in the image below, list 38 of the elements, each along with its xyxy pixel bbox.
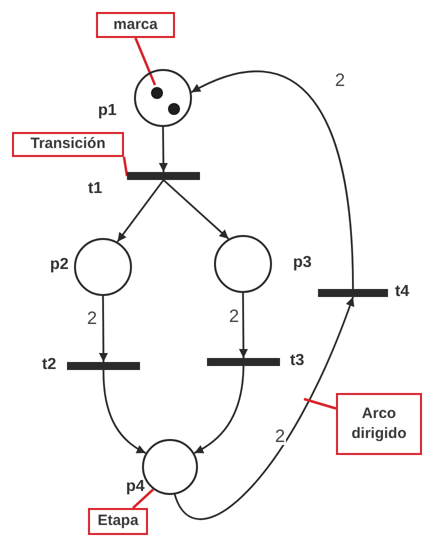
place-name: p1	[98, 102, 117, 120]
callout-label: Etapa	[88, 508, 148, 535]
leader-line	[304, 398, 336, 410]
transition-bar	[318, 289, 388, 297]
callout-label: Arco dirigido	[336, 393, 422, 455]
transition-name: t2	[42, 356, 56, 374]
place-name: p3	[293, 254, 312, 272]
place-circle	[74, 238, 132, 296]
token-dot	[151, 87, 163, 99]
arc-arrow	[102, 370, 146, 454]
transition-name: t1	[88, 180, 102, 198]
arc-arrow	[116, 179, 164, 242]
transition-bar	[67, 362, 140, 370]
place-name: p2	[50, 256, 69, 274]
leader-line	[122, 156, 128, 176]
place-circle	[134, 69, 192, 127]
transition-bar	[127, 172, 200, 180]
arc-weight: 2	[334, 71, 346, 89]
arc-weight: 2	[86, 309, 98, 327]
arc-arrow	[191, 70, 354, 290]
leader-line	[132, 488, 154, 509]
arc-arrow	[174, 296, 354, 520]
leader-line	[134, 38, 156, 86]
arc-arrow	[98, 296, 108, 362]
place-name: p4	[126, 478, 145, 496]
transition-name: t3	[290, 352, 304, 370]
arc-arrow	[158, 127, 168, 172]
arc-weight: 2	[274, 427, 286, 445]
token-dot	[168, 103, 180, 115]
arc-arrow	[238, 293, 248, 358]
place-circle	[214, 235, 272, 293]
callout-label: marca	[96, 12, 175, 38]
transition-bar	[207, 358, 280, 366]
callout-label: Transición	[12, 132, 124, 157]
arc-weight: 2	[228, 307, 240, 325]
arc-arrow	[194, 366, 244, 454]
arc-arrow	[162, 179, 230, 240]
transition-name: t4	[395, 283, 410, 301]
